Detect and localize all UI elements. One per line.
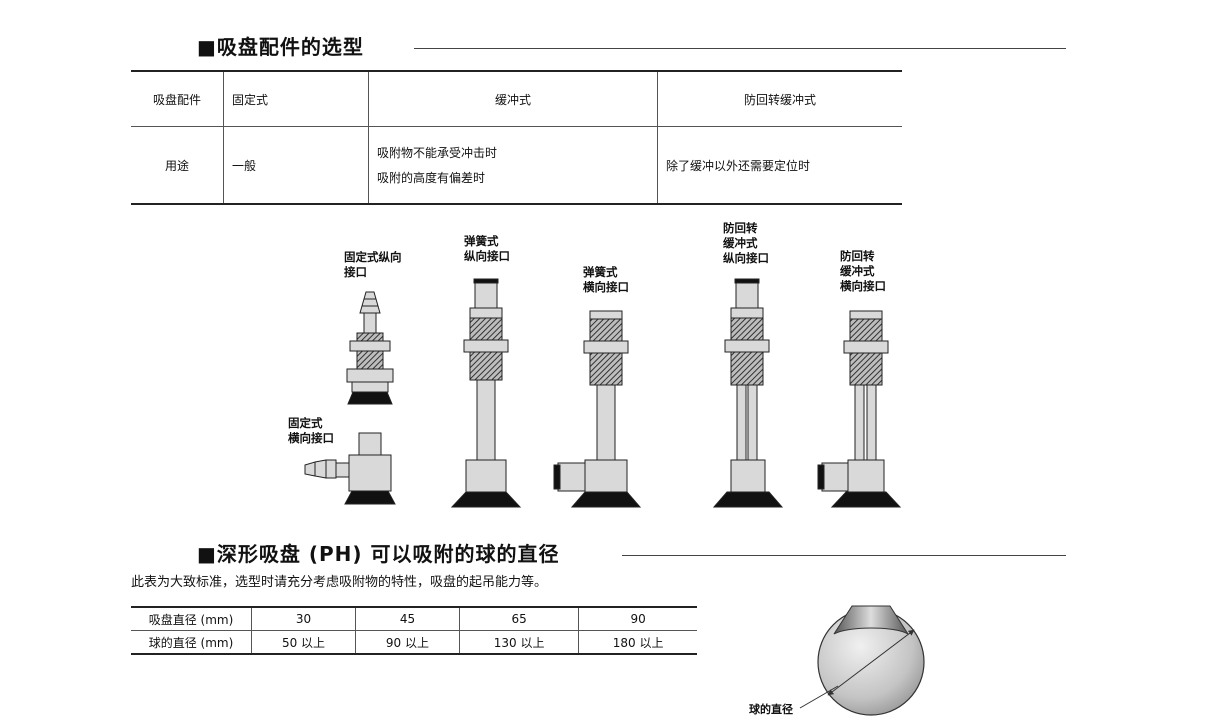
buffer-use-line: 吸附的高度有偏差时 bbox=[377, 171, 486, 185]
cell-fixed-use: 一般 bbox=[223, 126, 369, 205]
cell-pad-diameter: 45 bbox=[354, 606, 460, 631]
ball-diameter-label: 球的直径 bbox=[749, 703, 793, 716]
header-cell: 吸盘配件 bbox=[131, 70, 224, 127]
header-cell: 固定式 bbox=[223, 70, 369, 127]
caption-spring-vertical: 弹簧式 纵向接口 bbox=[464, 234, 510, 263]
antirot-vertical-fitting bbox=[712, 278, 784, 508]
selection-note: 此表为大致标准，选型时请充分考虑吸附物的特性，吸盘的起吊能力等。 bbox=[131, 575, 548, 590]
row-label: 用途 bbox=[131, 126, 224, 205]
antirot-horizontal-fitting bbox=[817, 310, 902, 508]
caption-spring-horizontal: 弹簧式 横向接口 bbox=[583, 265, 629, 294]
caption-fixed-horizontal: 固定式 横向接口 bbox=[288, 416, 334, 445]
buffer-use-line: 吸附物不能承受冲击时 bbox=[377, 146, 498, 160]
cell-antirot-use: 除了缓冲以外还需要定位时 bbox=[657, 126, 902, 205]
section-title-selection: ■吸盘配件的选型 bbox=[197, 35, 364, 59]
selection-table: 吸盘配件 固定式 缓冲式 防回转缓冲式 用途 一般 吸附物不能承受冲击时 吸附的… bbox=[131, 70, 902, 205]
header-cell: 缓冲式 bbox=[368, 70, 658, 127]
table-row: 吸盘直径 (mm) 30 45 65 90 bbox=[131, 606, 697, 631]
row-label: 吸盘直径 (mm) bbox=[131, 606, 252, 631]
cell-pad-diameter: 65 bbox=[458, 606, 579, 631]
ball-diameter-table: 吸盘直径 (mm) 30 45 65 90 球的直径 (mm) 50 以上 90… bbox=[131, 606, 697, 655]
table-row: 用途 一般 吸附物不能承受冲击时 吸附的高度有偏差时 除了缓冲以外还需要定位时 bbox=[131, 126, 902, 205]
cell-ball-diameter: 90 以上 bbox=[354, 630, 460, 655]
section-title-ball-diameter: ■深形吸盘 (PH) 可以吸附的球的直径 bbox=[197, 542, 560, 566]
caption-antirot-vertical: 防回转 缓冲式 纵向接口 bbox=[723, 221, 769, 265]
cell-buffer-use: 吸附物不能承受冲击时 吸附的高度有偏差时 bbox=[368, 126, 658, 205]
spring-horizontal-fitting bbox=[553, 310, 642, 508]
table-row: 吸盘配件 固定式 缓冲式 防回转缓冲式 bbox=[131, 70, 902, 127]
cell-pad-diameter: 30 bbox=[251, 606, 356, 631]
caption-fixed-vertical: 固定式纵向 接口 bbox=[344, 250, 402, 279]
title-rule bbox=[414, 48, 1066, 49]
cell-ball-diameter: 180 以上 bbox=[578, 630, 697, 655]
cell-ball-diameter: 130 以上 bbox=[458, 630, 579, 655]
caption-antirot-horizontal: 防回转 缓冲式 横向接口 bbox=[840, 249, 886, 293]
fixed-horizontal-fitting bbox=[304, 432, 396, 505]
cell-pad-diameter: 90 bbox=[578, 606, 697, 631]
table-row: 球的直径 (mm) 50 以上 90 以上 130 以上 180 以上 bbox=[131, 630, 697, 655]
cell-ball-diameter: 50 以上 bbox=[251, 630, 356, 655]
spring-vertical-fitting bbox=[450, 278, 522, 508]
row-label: 球的直径 (mm) bbox=[131, 630, 252, 655]
fixed-vertical-fitting bbox=[346, 291, 394, 405]
leader-line bbox=[799, 685, 839, 709]
title-rule bbox=[622, 555, 1066, 556]
diameter-arrow bbox=[827, 629, 915, 696]
header-cell: 防回转缓冲式 bbox=[657, 70, 902, 127]
